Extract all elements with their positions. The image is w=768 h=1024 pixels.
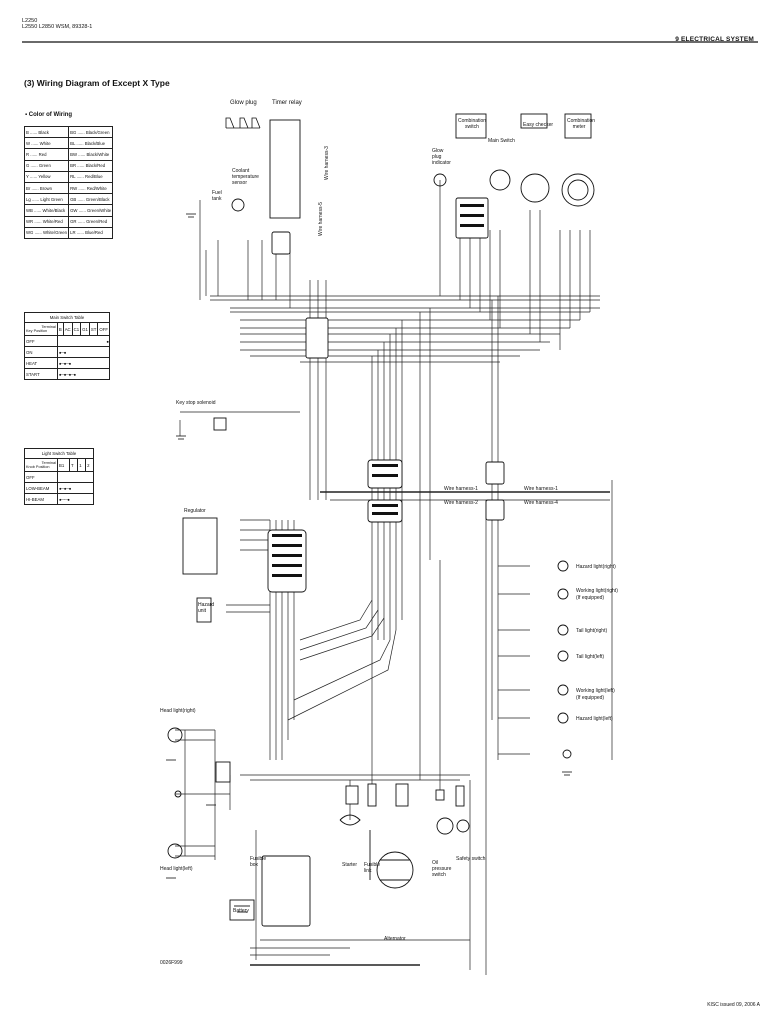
footer-issue: KISC issued 09, 2006 A (707, 1002, 760, 1008)
label-glow-plug: Glow plug (230, 100, 257, 106)
model-line-2: L2550 L2850 WSM, 89328-1 (22, 24, 93, 30)
label-tail-light-right: Tail light(right) (576, 628, 608, 634)
label-wire-harness-4: Wire harness-4 (524, 500, 558, 506)
label-combination-switch: Combination switch (458, 118, 487, 130)
model-line-1: L2250 (22, 18, 38, 24)
label-hazard-unit: Hazard unit (198, 602, 215, 614)
legend-cell: GR ...... Green/Red (68, 215, 114, 228)
legend-cell: BL ...... Black/Blue (68, 137, 114, 150)
label-coolant-sensor: Coolant temperature sensor (232, 168, 259, 186)
label-tail-light-left: Tail light(left) (576, 654, 605, 660)
label-if-equipped-1: (If equipped) (576, 595, 605, 601)
legend-cell: GB ...... Green/Black (68, 193, 114, 206)
label-fuel-tank: Fuel tank (212, 190, 222, 202)
label-wire-harness-5: Wire harness-5 (318, 202, 324, 236)
label-wire-harness-3: Wire harness-3 (324, 146, 330, 180)
wires (175, 180, 613, 975)
label-working-light-left: Working light(left) (576, 688, 615, 694)
label-wire-harness-2: Wire harness-2 (444, 500, 478, 506)
label-glow-plug-indicator: Glow plug indicator (432, 148, 451, 166)
label-head-light-left: Head light(left) (160, 866, 193, 872)
legend-cell: B ...... Black (23, 125, 70, 139)
label-oil-pressure-switch: Oil pressure switch (432, 860, 452, 878)
legend-cell: Br ...... Brown (23, 181, 70, 195)
label-hazard-light-right: Hazard light(right) (576, 564, 616, 570)
label-combination-meter: Combination meter (567, 118, 596, 130)
legend-cell: GW ...... Green/White (68, 204, 114, 217)
label-safety-switch: Safety switch (456, 856, 486, 862)
page-title: (3) Wiring Diagram of Except X Type (24, 78, 170, 88)
row-marks: ●—●—●—● (56, 368, 111, 380)
lamps (167, 169, 595, 889)
label-fusible-box: Fusible box (250, 856, 267, 868)
label-alternator: Alternator (384, 936, 406, 942)
row-marks: ●——● (57, 493, 94, 505)
label-working-light-right: Working light(right) (576, 588, 618, 594)
label-head-light-right: Head light(right) (160, 708, 196, 714)
label-regulator: Regulator (184, 508, 206, 514)
label-key-stop-solenoid: Key stop solenoid (176, 400, 216, 406)
color-legend-title: ▪ Color of Wiring (25, 112, 73, 118)
model-numbers: L2250 L2550 L2850 WSM, 89328-1 (22, 18, 92, 30)
figure-code: 0026F999 (160, 960, 183, 966)
legend-cell: LR ...... Blue/Red (68, 226, 114, 239)
label-hazard-light-left: Hazard light(left) (576, 716, 613, 722)
ground-symbols (166, 213, 572, 879)
label-main-switch: Main Switch (488, 138, 515, 144)
power-symbols (234, 814, 410, 913)
label-easy-checker: Easy checker (523, 122, 554, 128)
label-if-equipped-2: (If equipped) (576, 695, 605, 701)
glow-plug-symbols (225, 117, 261, 129)
label-timer-relay: Timer relay (272, 100, 302, 106)
legend-cell: BW ...... Black/White (68, 148, 114, 161)
label-fusible-link: Fusible link (364, 862, 381, 874)
label-wire-harness-1b: Wire harness-1 (524, 486, 558, 492)
label-wire-harness-1a: Wire harness-1 (444, 486, 478, 492)
legend-cell: RL ...... Red/Blue (68, 170, 114, 183)
col-header: OFF (97, 322, 110, 336)
connectors (182, 113, 592, 927)
legend-cell: BR ...... Black/Red (68, 159, 114, 172)
label-battery: Battery (233, 908, 249, 914)
legend-cell: BG ...... Black/Green (68, 125, 114, 139)
label-starter: Starter (342, 862, 358, 868)
connector-pins (272, 204, 484, 577)
legend-cell: WG ...... White/Green (23, 226, 70, 239)
legend-cell: W ...... White (23, 137, 70, 150)
section-title: 9 ELECTRICAL SYSTEM (675, 36, 754, 43)
legend-cell: RW ...... Red/White (68, 181, 114, 195)
